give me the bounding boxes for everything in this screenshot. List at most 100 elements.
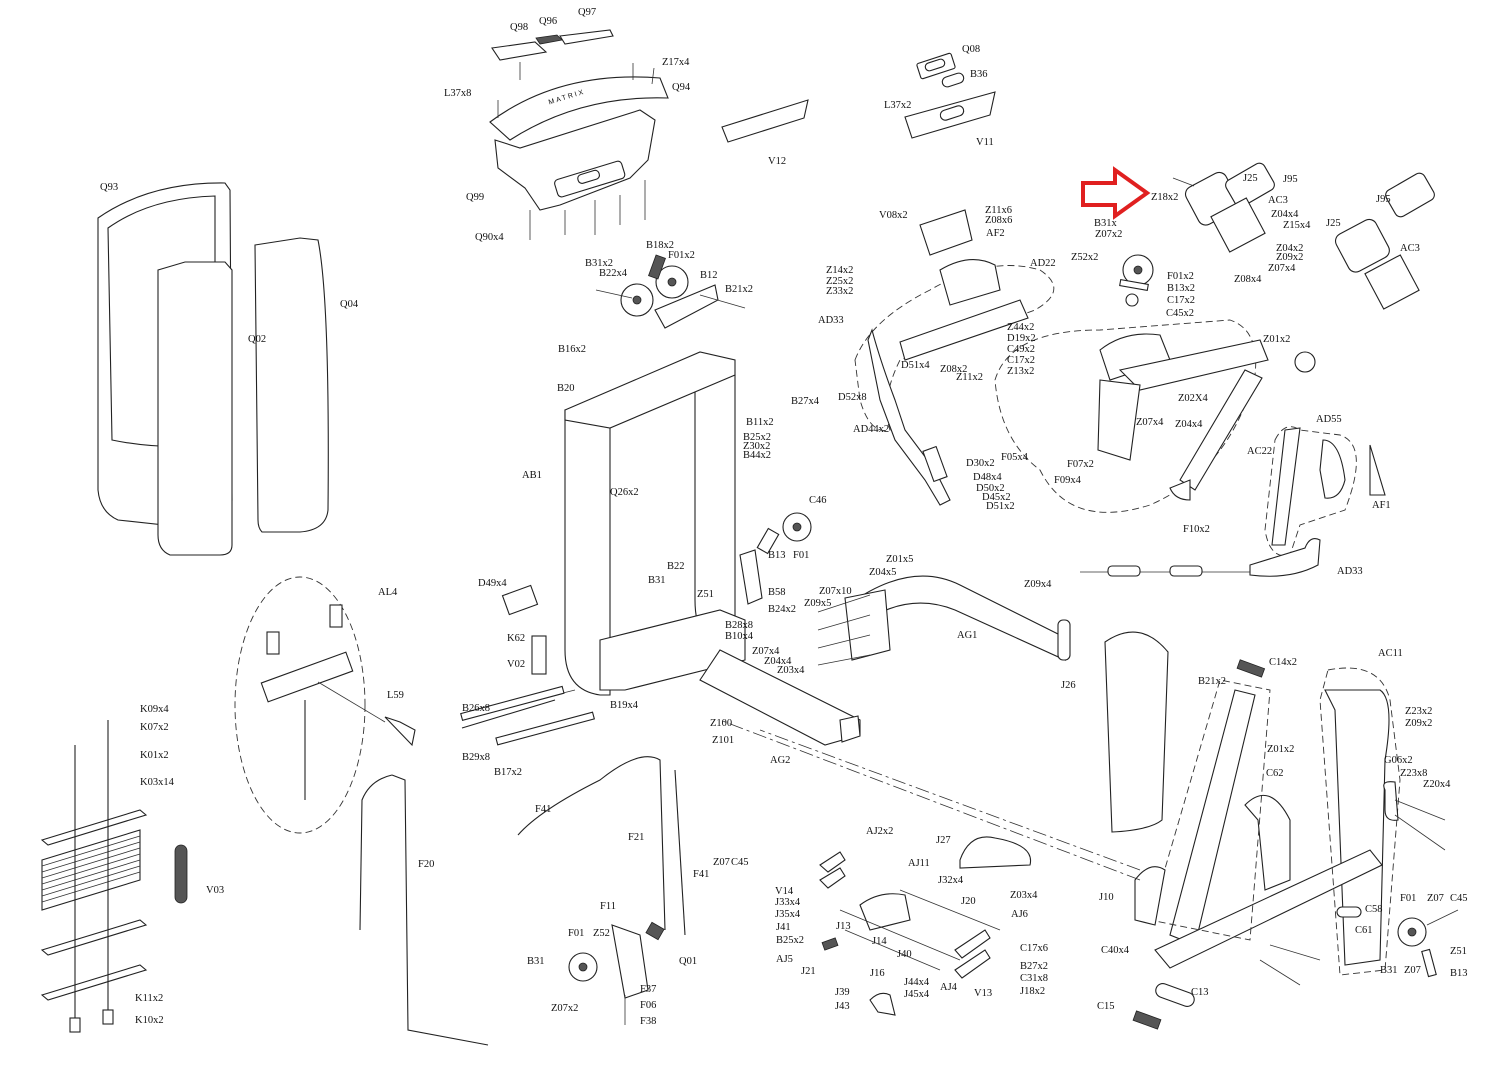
label-j95-right: J95 [1376,194,1391,205]
label-b10x4: B10x4 [725,631,754,642]
label-z51-right: Z51 [1450,946,1467,957]
label-j43: J43 [835,1001,850,1012]
console-window [577,169,600,184]
ab1-top-plate [564,351,736,429]
label-z07x4-pad: Z07x4 [1268,263,1296,274]
label-f05x4: F05x4 [1001,452,1028,463]
right-frame [1104,631,1446,1030]
ag1-arm [817,575,1071,666]
g06-plate [1383,781,1399,821]
label-af1: AF1 [1372,500,1391,511]
label-b20: B20 [557,383,575,394]
mid-pulley-assembly [739,512,812,605]
label-z01x2-seat: Z01x2 [1263,334,1291,345]
f21-cable [517,756,666,931]
c62-bracket [1244,795,1291,891]
v03-decal [174,844,188,904]
label-b25x2-frame: B25x2 [743,432,772,443]
b58-handle [739,549,763,605]
label-z15x4: Z15x4 [1283,220,1311,231]
v02-decal [531,635,547,675]
side-pulley [1294,351,1316,373]
label-v13: V13 [974,988,993,999]
highlight-arrow [1081,166,1151,220]
label-z07x10: Z07x10 [819,586,852,597]
j27-pad [959,836,1032,869]
label-b29x8: B29x8 [462,752,491,763]
ac22-upper [1099,333,1171,381]
label-c14x2: C14x2 [1269,657,1298,668]
label-aj6: AJ6 [1011,909,1028,920]
label-k62: K62 [507,633,526,644]
upper-right-pulley [1119,254,1154,307]
cables [359,756,686,1046]
ad33-arm [867,328,951,506]
label-c62: C62 [1266,768,1284,779]
ac11-post [1324,689,1390,966]
al4-bushing-left [266,631,280,655]
label-z01x5: Z01x5 [886,554,914,565]
label-q02: Q02 [248,334,267,345]
ac3-plate-right [1364,254,1420,310]
label-b12: B12 [700,270,718,281]
label-j14: J14 [872,936,887,947]
label-z03x4-pad: Z03x4 [1010,890,1038,901]
label-b13x2: B13x2 [1167,283,1196,294]
label-q04: Q04 [340,299,359,310]
selector-assembly [234,576,416,834]
label-ac11: AC11 [1378,648,1403,659]
label-v02: V02 [507,659,526,670]
label-c46: C46 [809,495,827,506]
back-pads [1172,162,1435,310]
label-f07x2: F07x2 [1067,459,1094,470]
label-k10x2: K10x2 [135,1015,164,1026]
label-z04x4-pad: Z04x4 [1271,209,1299,220]
label-j26: J26 [1061,680,1076,691]
label-d19x2: D19x2 [1007,333,1036,344]
label-z07-lower: Z07 [713,857,730,868]
label-b25x2-leg: B25x2 [776,935,805,946]
j25-pad-right [1334,218,1390,273]
shroud-covers [97,182,329,556]
label-z11x6: Z11x6 [985,205,1013,216]
af1-bracket [1369,444,1386,496]
label-b31x2: B31x2 [585,258,614,269]
label-z14x2: Z14x2 [826,265,854,276]
label-q99: Q99 [466,192,485,203]
label-b13-mid: B13 [768,550,786,561]
label-b31x: B31x [1094,218,1117,229]
ab1-right-leg [694,369,736,651]
c14-cap [1236,659,1266,678]
label-z01x2-frame: Z01x2 [1267,744,1295,755]
leg-extension-assembly [719,719,1141,1016]
b26-rail [460,685,565,722]
b17-rail [495,711,596,746]
label-b22x4: B22x4 [599,268,628,279]
label-z09x2-pad: Z09x2 [1276,252,1304,263]
lower-pulley-assembly [568,921,665,1025]
label-j18x2: J18x2 [1020,986,1046,997]
label-b21x2-frame: B21x2 [1198,676,1227,687]
label-f20: F20 [418,859,435,870]
label-d49x4: D49x4 [478,578,507,589]
label-z04x2: Z04x2 [1276,243,1304,254]
label-q01: Q01 [679,956,698,967]
console-front-panel [554,160,626,198]
label-al4: AL4 [378,587,398,598]
label-f01x2-right: F01x2 [1167,271,1194,282]
label-ad33-right: AD33 [1337,566,1363,577]
af2-plate [939,259,1001,306]
label-z04x4-seat: Z04x4 [1175,419,1203,430]
b13-bracket-lower [1421,948,1437,978]
label-v11: V11 [976,137,994,148]
label-b22: B22 [667,561,685,572]
label-c58: C58 [1365,904,1383,915]
v11-decal [904,91,996,139]
label-b18x2: B18x2 [646,240,675,251]
label-z03x4-ag2: Z03x4 [777,665,805,676]
label-q96: Q96 [539,16,558,27]
label-f41-lower: F41 [693,869,710,880]
lower-plate [40,919,148,956]
label-z11x2: Z11x2 [956,372,984,383]
